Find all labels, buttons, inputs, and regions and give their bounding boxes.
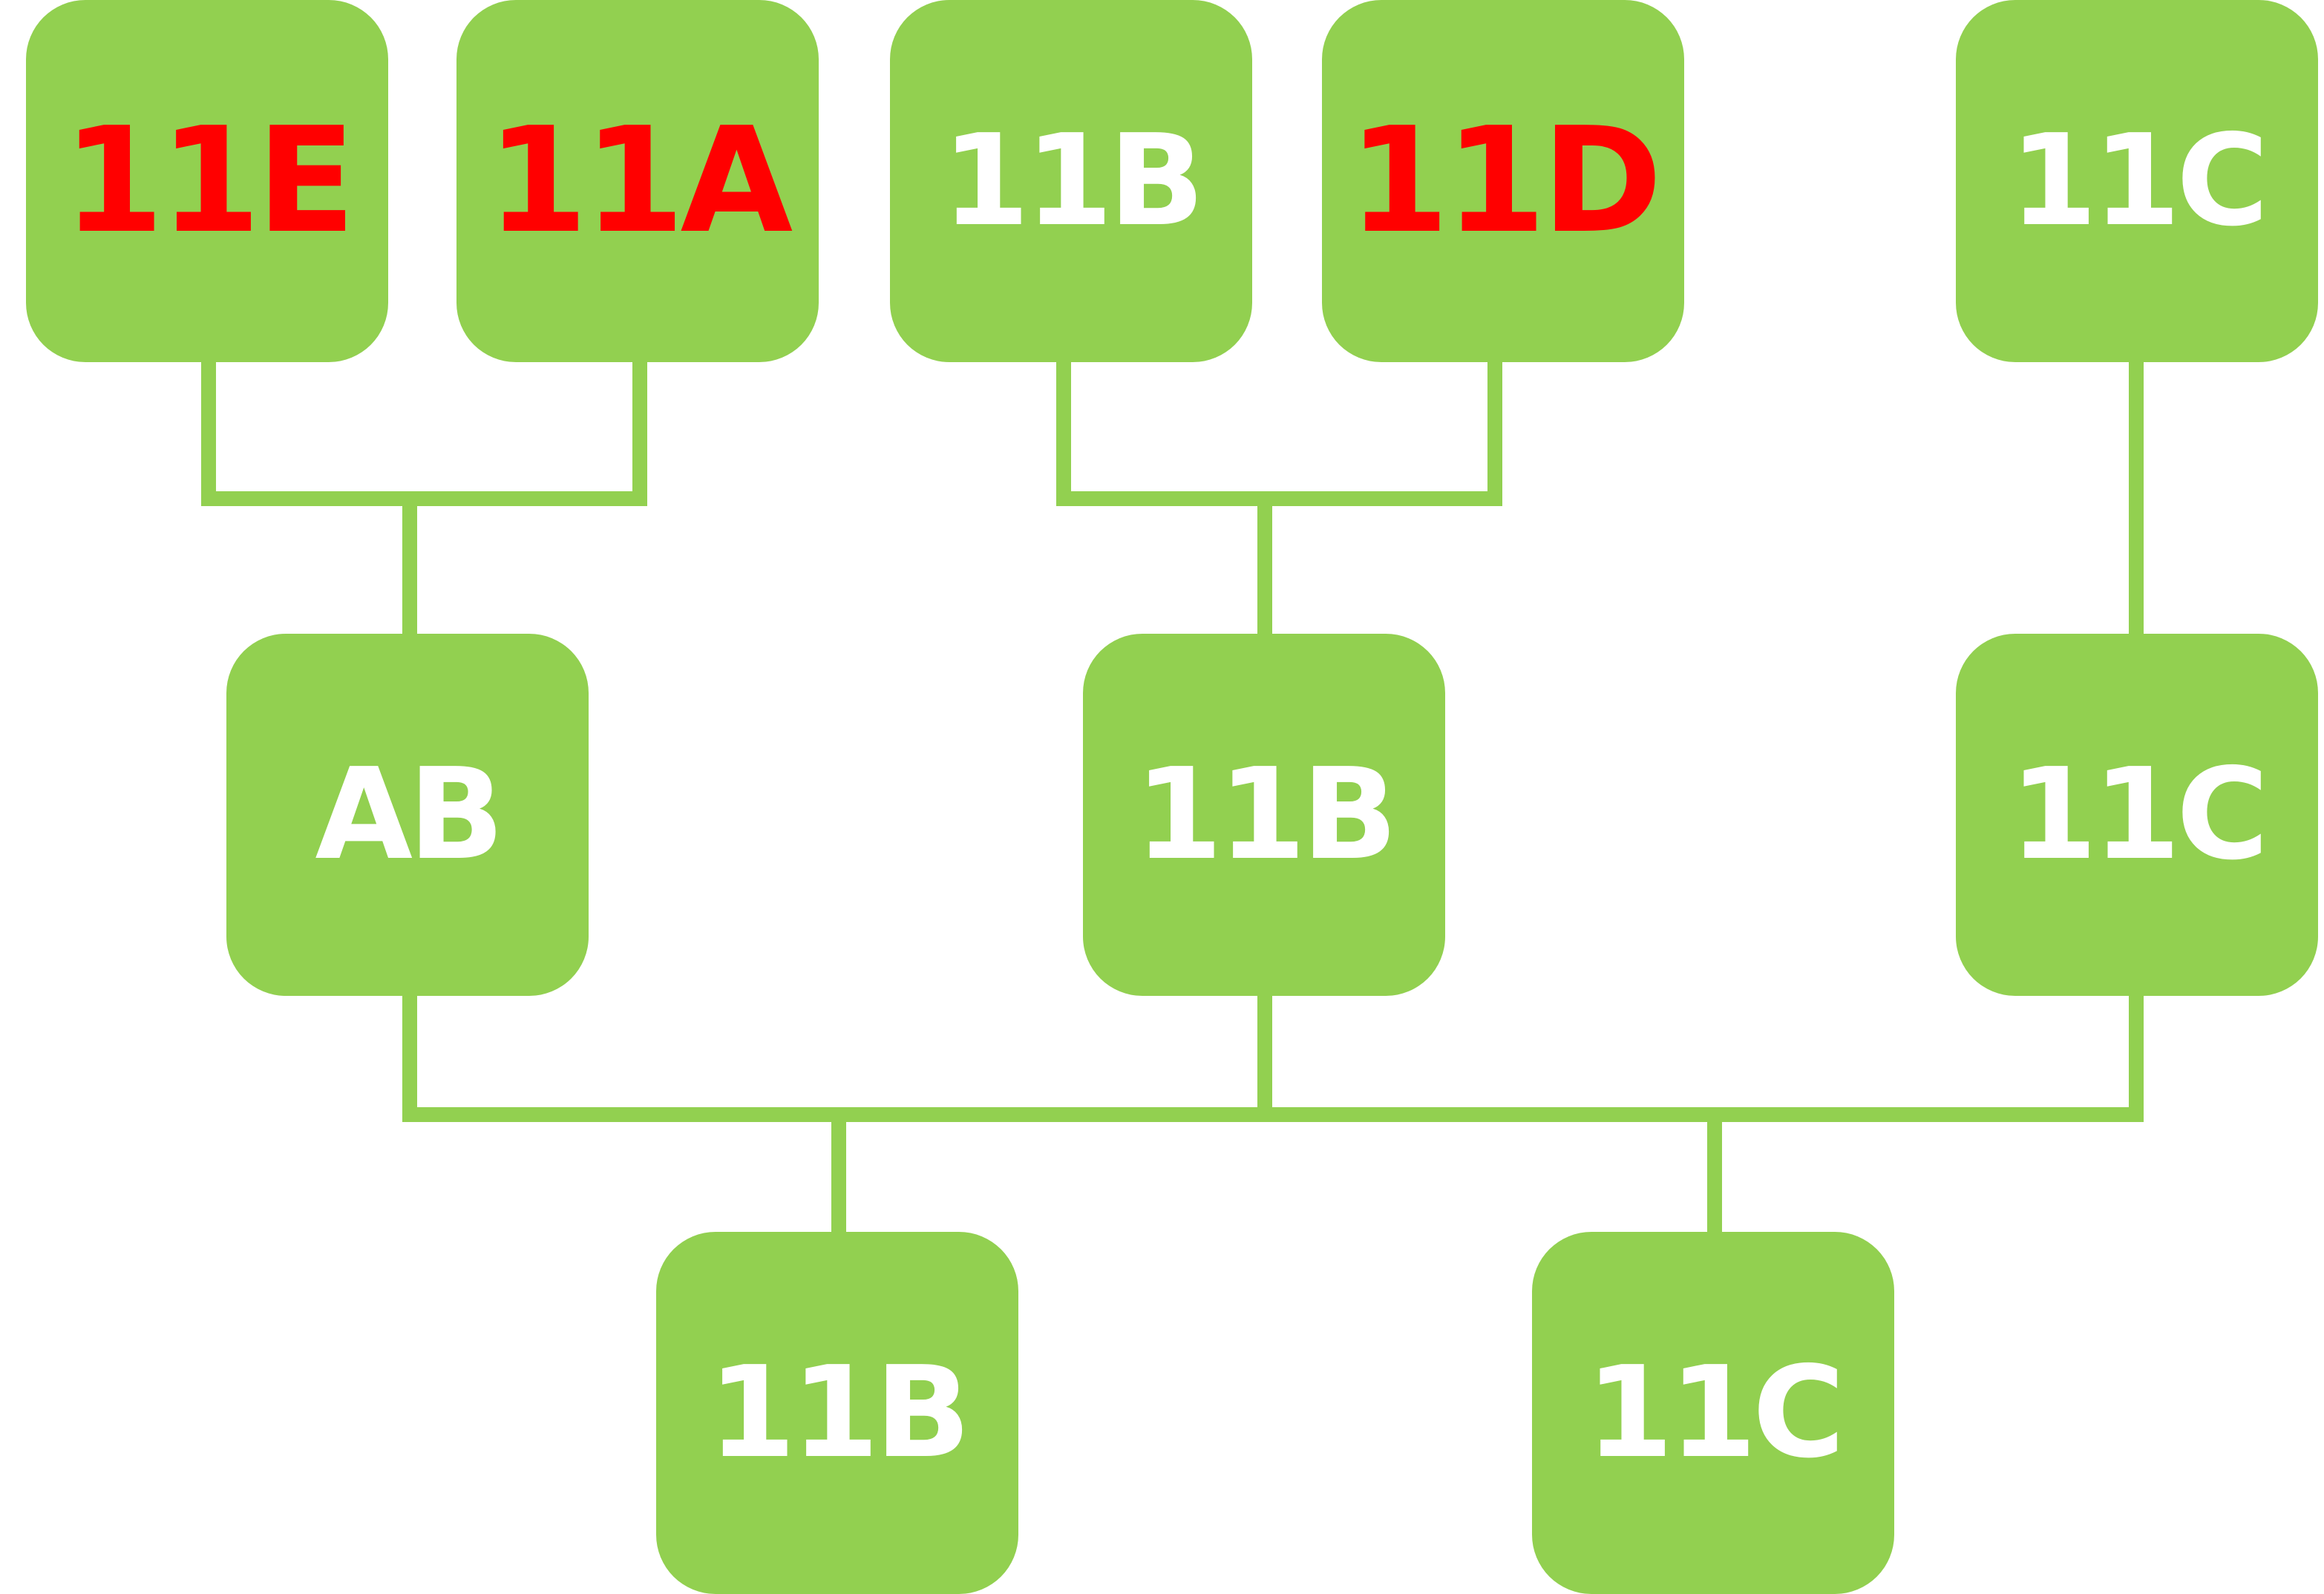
node-label: 11C	[2009, 108, 2268, 255]
node-label: 11C	[2009, 741, 2268, 888]
node-label: 11B	[1134, 741, 1398, 888]
node-label: 11B	[707, 1339, 971, 1486]
node-top-3: 11B	[890, 0, 1252, 362]
node-top-5: 11C	[1956, 0, 2318, 362]
node-top-4: 11D	[1322, 0, 1684, 362]
node-top-1: 11E	[26, 0, 388, 362]
node-label: 11A	[486, 96, 793, 266]
node-label: 11B	[941, 108, 1205, 255]
node-label: AB	[315, 741, 504, 888]
node-middle-2: 11B	[1083, 634, 1445, 996]
node-middle-3: 11C	[1956, 634, 2318, 996]
node-bottom-2: 11C	[1532, 1232, 1894, 1594]
node-label: 11D	[1348, 96, 1662, 266]
connector-middle-row-bus	[402, 988, 2144, 1122]
node-bottom-1: 11B	[656, 1232, 1018, 1594]
node-middle-1: AB	[226, 634, 589, 996]
connector-top1-top2-to-middle1	[201, 355, 647, 506]
node-top-2: 11A	[456, 0, 819, 362]
connector-top3-top4-to-middle2	[1056, 355, 1502, 506]
node-label: 11E	[62, 96, 356, 266]
node-label: 11C	[1585, 1339, 1845, 1486]
